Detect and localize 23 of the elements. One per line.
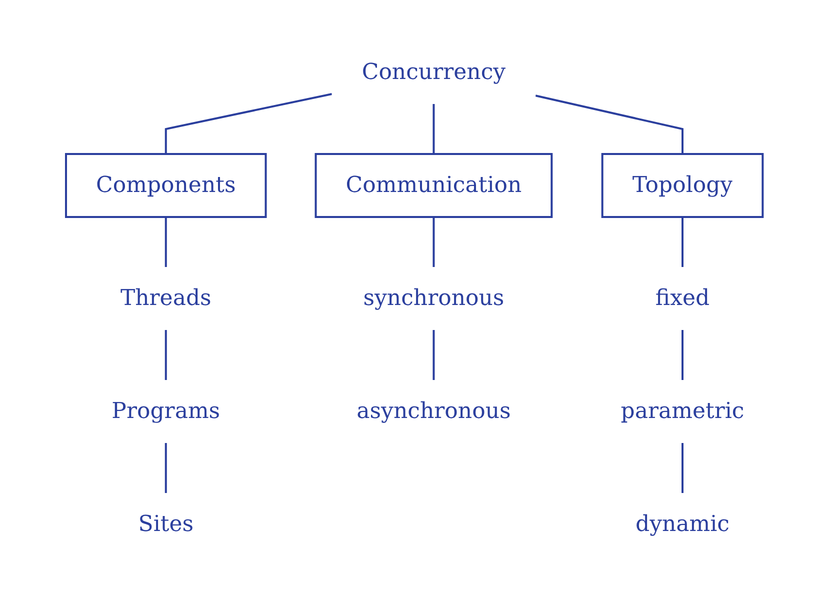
connector — [432, 217, 435, 267]
node-text: dynamic — [635, 512, 730, 537]
connector — [164, 330, 167, 380]
node-text: Programs — [112, 399, 220, 424]
connector — [164, 93, 332, 154]
connector — [432, 330, 435, 380]
node-text: parametric — [620, 399, 744, 424]
connector — [681, 330, 684, 380]
node-text: synchronous — [363, 286, 504, 311]
connector — [164, 443, 167, 493]
connector — [535, 94, 684, 154]
node-text: Sites — [138, 512, 194, 537]
connector — [681, 217, 684, 267]
node-text: asynchronous — [356, 399, 511, 424]
connector — [432, 104, 435, 154]
node-box: Topology — [601, 153, 764, 218]
node-box: Communication — [314, 153, 553, 218]
node-text: Threads — [120, 286, 212, 311]
connector — [681, 443, 684, 493]
node-text: Concurrency — [362, 60, 506, 85]
node-text: fixed — [655, 286, 710, 311]
connector — [164, 217, 167, 267]
node-box: Components — [64, 153, 267, 218]
